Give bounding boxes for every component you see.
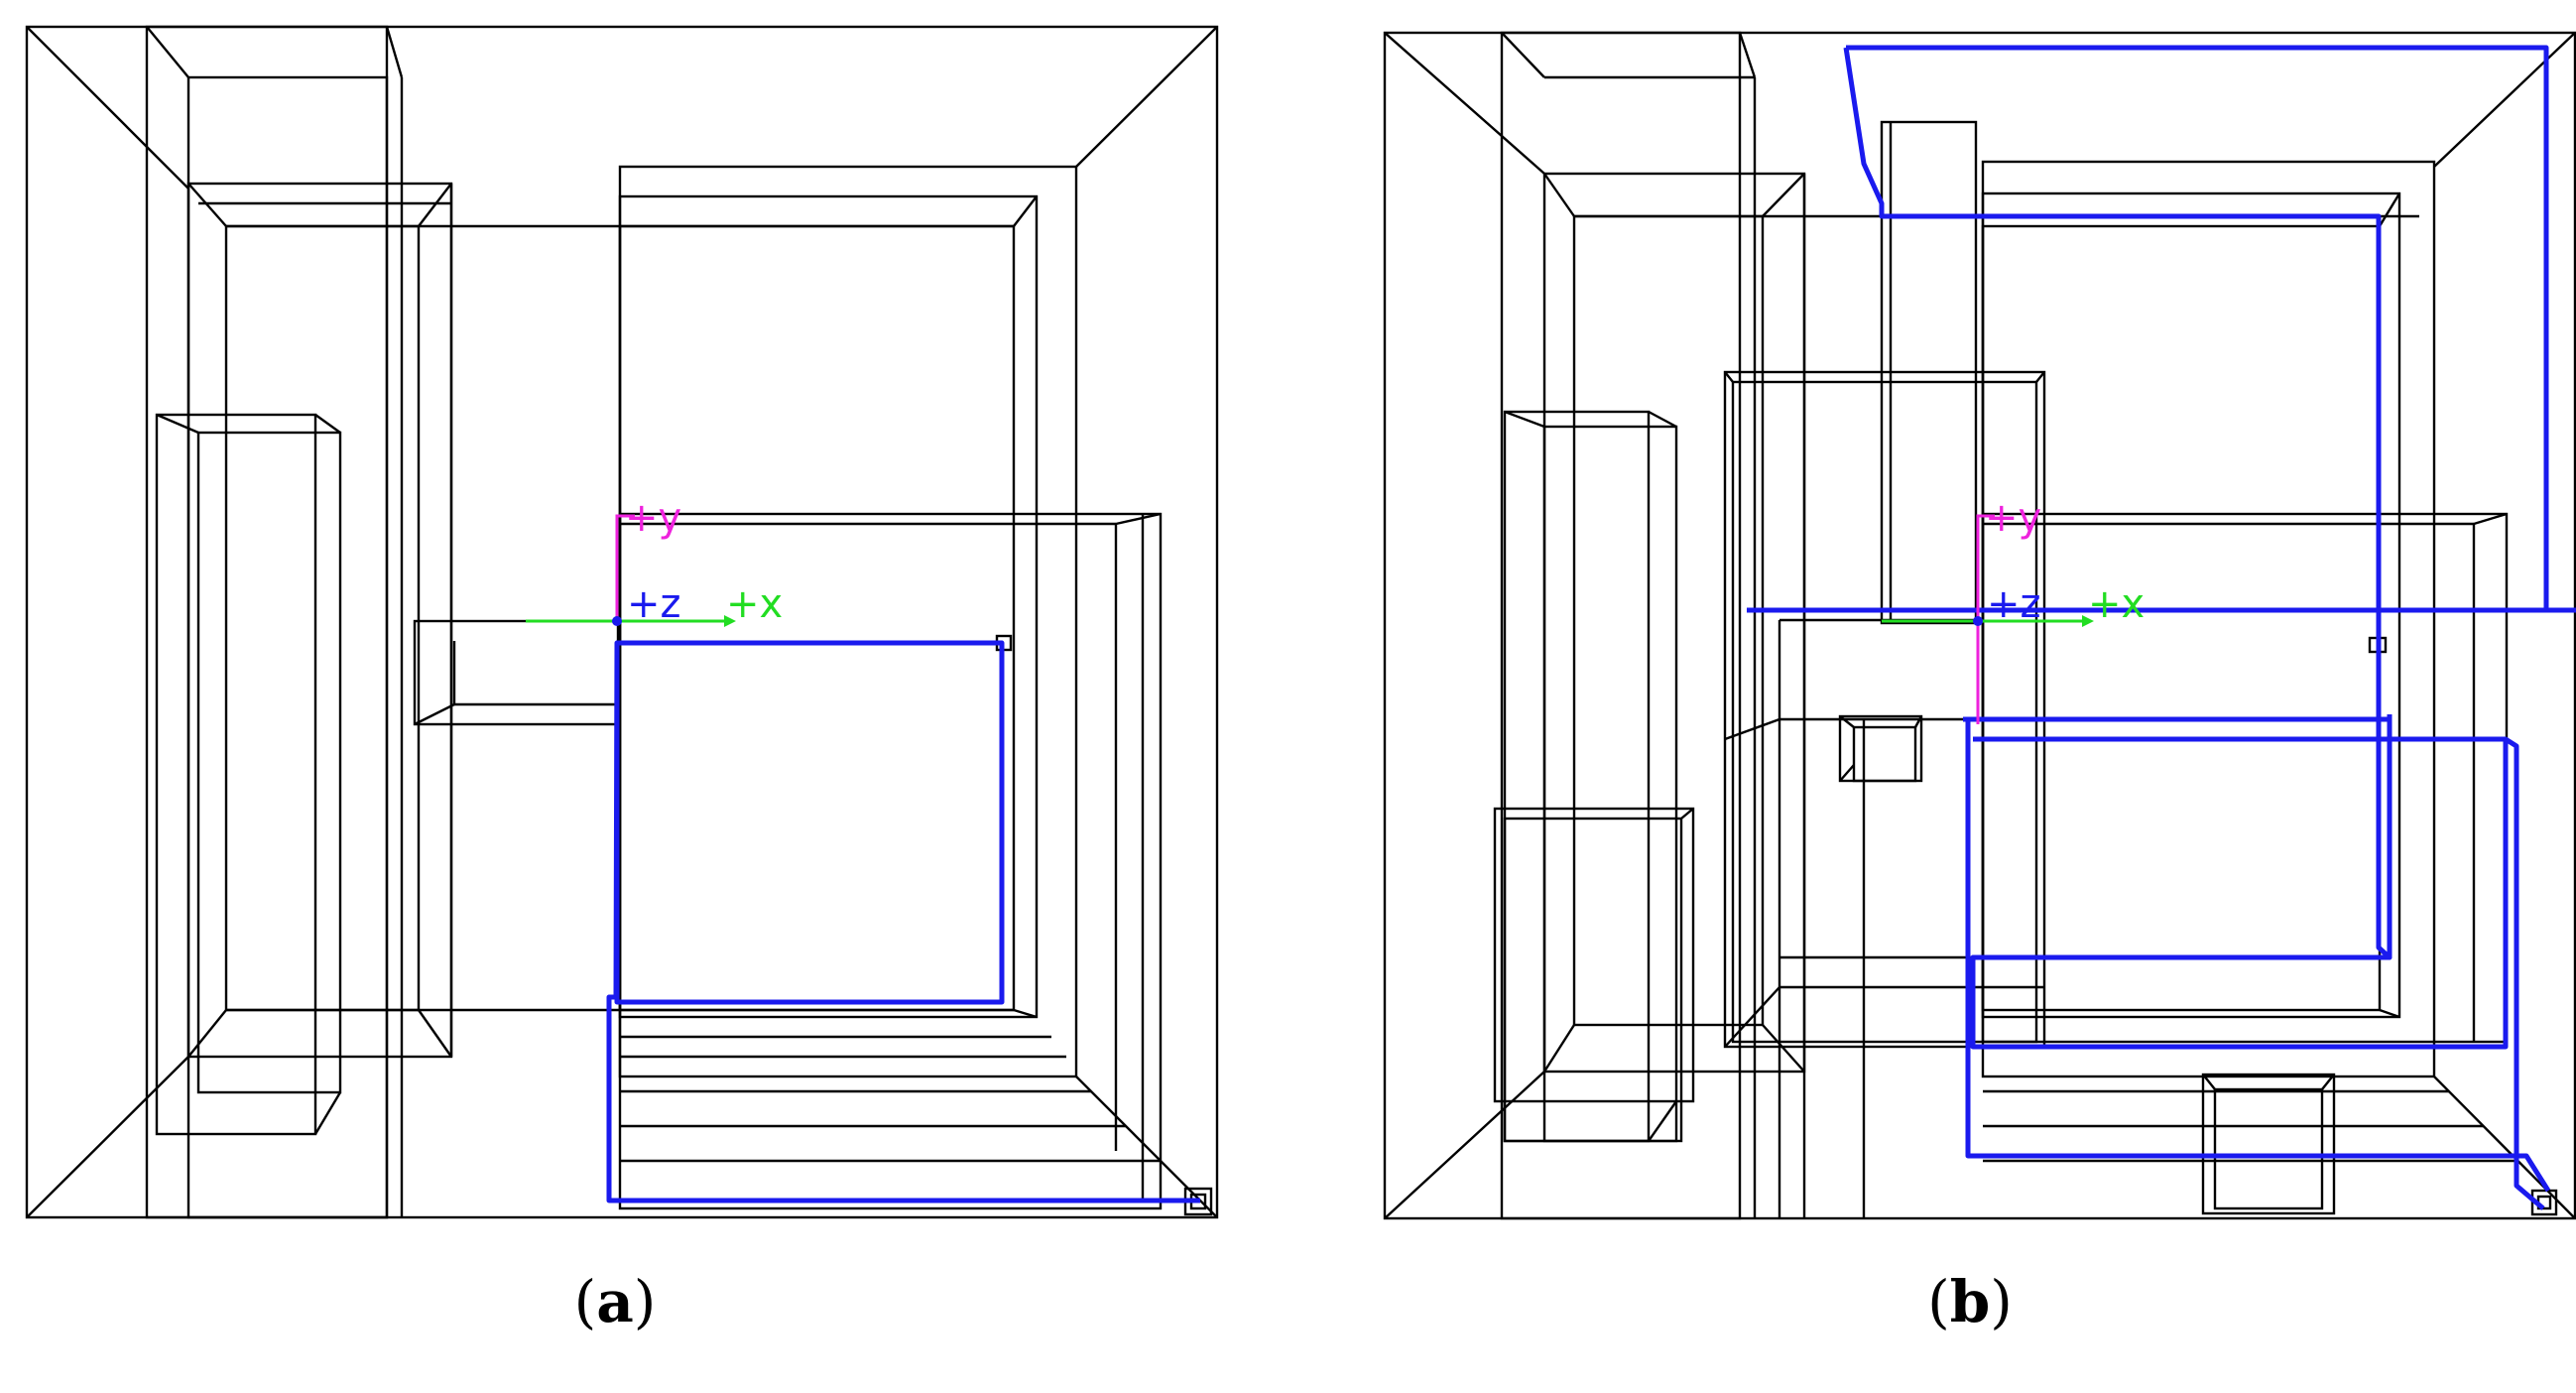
left-frame-box-a [186,182,453,1059]
caption-letter-a: a [596,1268,634,1335]
right-frame-box-b [1981,160,2518,1163]
target-markers-a [995,634,1213,1216]
panel-b: +y +z +x (b) [1288,0,2576,1393]
axis-label-z-a: +z [627,581,681,627]
left-tall-box-a [145,25,404,1219]
planned-route-a [606,640,1200,1203]
planned-routes-b [1747,45,2576,1210]
coordinate-axes-a: +y +z +x [526,495,783,627]
right-frame-box-a [618,165,1161,1163]
wireframe-view-a: +y +z +x [25,25,1219,1219]
target-markers-b [2368,636,2558,1216]
panel-a: +y +z +x (a) [25,25,1219,1335]
axis-label-y-b: +y [1985,495,2041,541]
route-lower-loop-b [1963,716,2545,1210]
coordinate-axes-b: +y +z +x [1882,495,2145,724]
right-lower-box-a [618,512,1163,1210]
route-top-diagonal-b [1843,47,2392,960]
caption-letter-b: b [1949,1268,1991,1335]
right-lower-box-b [1981,512,2509,1044]
caption-open-a: ( [573,1268,597,1335]
route-left-drop-b [1965,719,2551,1193]
vertical-pillar-b [1862,120,1978,1218]
caption-close-b: ) [1990,1268,2013,1335]
caption-open-b: ( [1927,1268,1950,1335]
caption-a: (a) [516,1268,714,1335]
center-column-box-b [1723,370,2046,1218]
bottom-left-box-b [1493,807,1695,1143]
route-top-loop-b [1846,45,2576,613]
caption-close-a: ) [633,1268,657,1335]
caption-b: (b) [1871,1268,2069,1335]
left-tall-box-b [1500,31,1757,1220]
axis-label-x-a: +x [726,581,783,627]
bottom-cube-b [2201,1073,2336,1215]
room-outline-b [1383,31,2576,1220]
left-small-box-b [1503,410,1678,1143]
left-small-box-a [155,413,342,1136]
axis-label-z-b: +z [1987,581,2041,627]
axis-label-y-a: +y [625,495,681,541]
connector-box-a [413,619,620,726]
wireframe-view-b: +y +z +x [1383,31,2576,1220]
axis-label-x-b: +x [2088,581,2145,627]
small-cube-b [1838,714,1923,783]
